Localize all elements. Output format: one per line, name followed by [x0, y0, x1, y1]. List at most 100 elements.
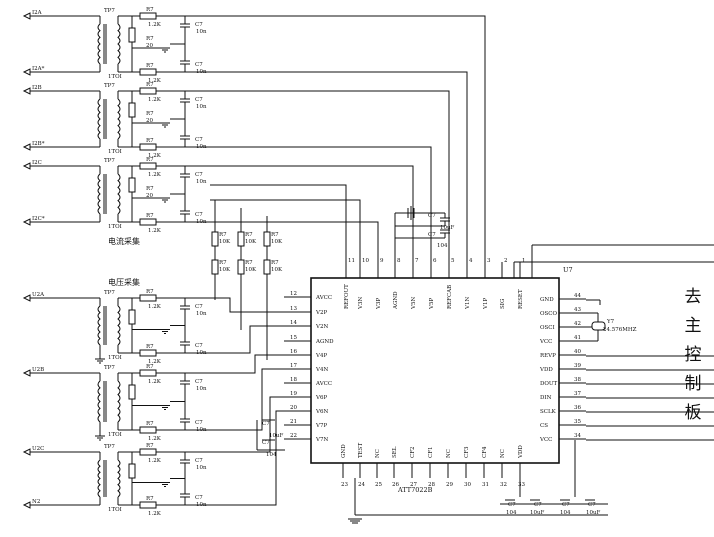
- pin-name: REFOUT: [344, 284, 350, 309]
- svg-text:104: 104: [560, 510, 571, 516]
- pin-name: NC: [500, 449, 506, 458]
- pin-number: 41: [574, 335, 581, 341]
- pin-number: 40: [574, 349, 581, 355]
- pin-number: 3: [487, 258, 491, 264]
- signal-trace: [210, 15, 486, 262]
- pin-number: 33: [518, 482, 525, 488]
- input-label-pos: I2C: [32, 160, 42, 166]
- divider-value: 10K: [219, 239, 231, 245]
- pin-number: 36: [574, 405, 581, 411]
- resistor-ref: R7: [146, 138, 154, 144]
- cap-value: 10n: [196, 219, 207, 225]
- pin-number: 32: [500, 482, 507, 488]
- pin-name: GND: [540, 297, 554, 303]
- resistor-ref: R7: [146, 82, 154, 88]
- svg-text:C7: C7: [428, 213, 436, 219]
- transformer-ref: TP7: [104, 365, 115, 371]
- pin-number: 14: [290, 320, 297, 326]
- resistor-value: 1.2K: [148, 436, 162, 442]
- pin-name: V2N: [315, 324, 328, 330]
- resistor-ref: R7: [146, 421, 154, 427]
- pin-name: VCC: [539, 339, 552, 345]
- chip-ref: U7: [563, 266, 573, 274]
- resistor-value: 1.2K: [148, 379, 162, 385]
- pin-number: 1: [522, 258, 526, 264]
- pin-number: 15: [290, 335, 297, 341]
- input-terminal: [22, 143, 31, 151]
- input-label-pos: I2B: [32, 85, 42, 91]
- burden-ref: R7: [146, 36, 154, 42]
- resistor-value: 1.2K: [148, 511, 162, 517]
- resistor-ref: R7: [146, 157, 154, 163]
- signal-trace: [210, 297, 284, 313]
- cap-ref: C7: [195, 62, 203, 68]
- pin-name: OSCO: [540, 311, 557, 317]
- crystal-value: 24.576MHZ: [603, 327, 637, 333]
- to-main-board-label: 去 主 控 制 板: [684, 287, 702, 423]
- signal-trace: [210, 199, 361, 262]
- divider-ref: R7: [271, 232, 279, 238]
- resistor-value: 1.2K: [148, 228, 162, 234]
- pin-number: 7: [415, 258, 419, 264]
- pin-number: 16: [290, 349, 297, 355]
- transformer-ref: TP7: [104, 83, 115, 89]
- cap-value: 10n: [196, 502, 207, 508]
- input-label-neg: I2C*: [32, 216, 45, 222]
- transformer-ratio: 1TOI: [108, 355, 122, 361]
- pin-name: V3N: [358, 297, 364, 310]
- pin-number: 17: [290, 363, 297, 369]
- resistor-ref: R7: [146, 443, 154, 449]
- pin-name: NC: [375, 449, 381, 458]
- resistor-value: 1.2K: [148, 359, 162, 365]
- pin-name: V6N: [315, 409, 328, 415]
- input-label-pos: U2C: [32, 446, 44, 452]
- section-label-voltage: 电压采集: [108, 277, 140, 287]
- cap-value: 10n: [196, 427, 207, 433]
- pin-name: AGND: [393, 291, 399, 310]
- pin-name: CF4: [482, 446, 488, 458]
- input-terminal: [22, 448, 31, 456]
- transformer-ref: TP7: [104, 8, 115, 14]
- pin-name: AVCC: [315, 295, 332, 301]
- pin-name: GND: [341, 444, 347, 458]
- input-label-neg: N2: [32, 499, 40, 505]
- divider-ref: R7: [245, 232, 253, 238]
- signal-trace: [210, 368, 284, 431]
- svg-text:10uF: 10uF: [586, 510, 601, 516]
- resistor-value: 1.2K: [148, 153, 162, 159]
- resistor-value: 1.2K: [148, 78, 162, 84]
- signal-trace: [210, 396, 284, 453]
- pin-number: 10: [362, 258, 369, 264]
- divider-value: 10K: [219, 267, 231, 273]
- resistor-value: 1.2K: [148, 22, 162, 28]
- resistor-ref: R7: [146, 213, 154, 219]
- schematic-generated: I2AI2A*TP71TOIR71.2KR71.2KR720C710nC710n…: [22, 7, 586, 517]
- pin-number: 44: [574, 293, 581, 299]
- pin-name: VCC: [539, 437, 552, 443]
- cap-ref: C7: [195, 172, 203, 178]
- pin-number: 2: [504, 258, 508, 264]
